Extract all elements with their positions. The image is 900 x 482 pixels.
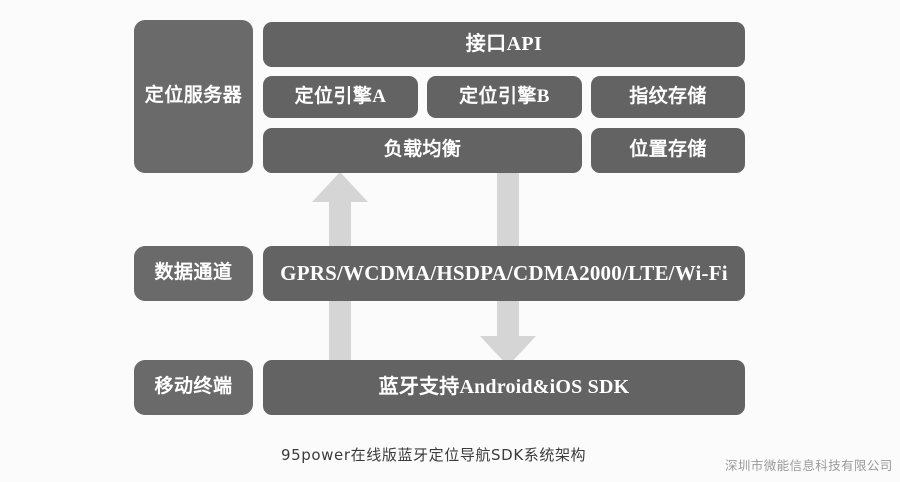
node-positioning-engine-b[interactable]: 定位引擎B bbox=[427, 76, 582, 118]
layer-label-data-channel[interactable]: 数据通道 bbox=[134, 246, 253, 301]
node-load-balance[interactable]: 负载均衡 bbox=[263, 128, 582, 173]
diagram-caption: 95power在线版蓝牙定位导航SDK系统架构 bbox=[281, 446, 587, 464]
node-location-storage[interactable]: 位置存储 bbox=[591, 128, 745, 173]
company-footer: 深圳市微能信息科技有限公司 bbox=[725, 458, 893, 473]
node-bluetooth-sdk[interactable]: 蓝牙支持Android&iOS SDK bbox=[263, 360, 745, 415]
node-fingerprint-storage[interactable]: 指纹存储 bbox=[591, 76, 745, 118]
layer-label-mobile-terminal[interactable]: 移动终端 bbox=[134, 360, 253, 415]
node-network-protocols[interactable]: GPRS/WCDMA/HSDPA/CDMA2000/LTE/Wi-Fi bbox=[263, 246, 745, 301]
layer-label-positioning-server[interactable]: 定位服务器 bbox=[134, 20, 253, 173]
node-interface-api[interactable]: 接口API bbox=[263, 22, 745, 67]
node-positioning-engine-a[interactable]: 定位引擎A bbox=[263, 76, 418, 118]
